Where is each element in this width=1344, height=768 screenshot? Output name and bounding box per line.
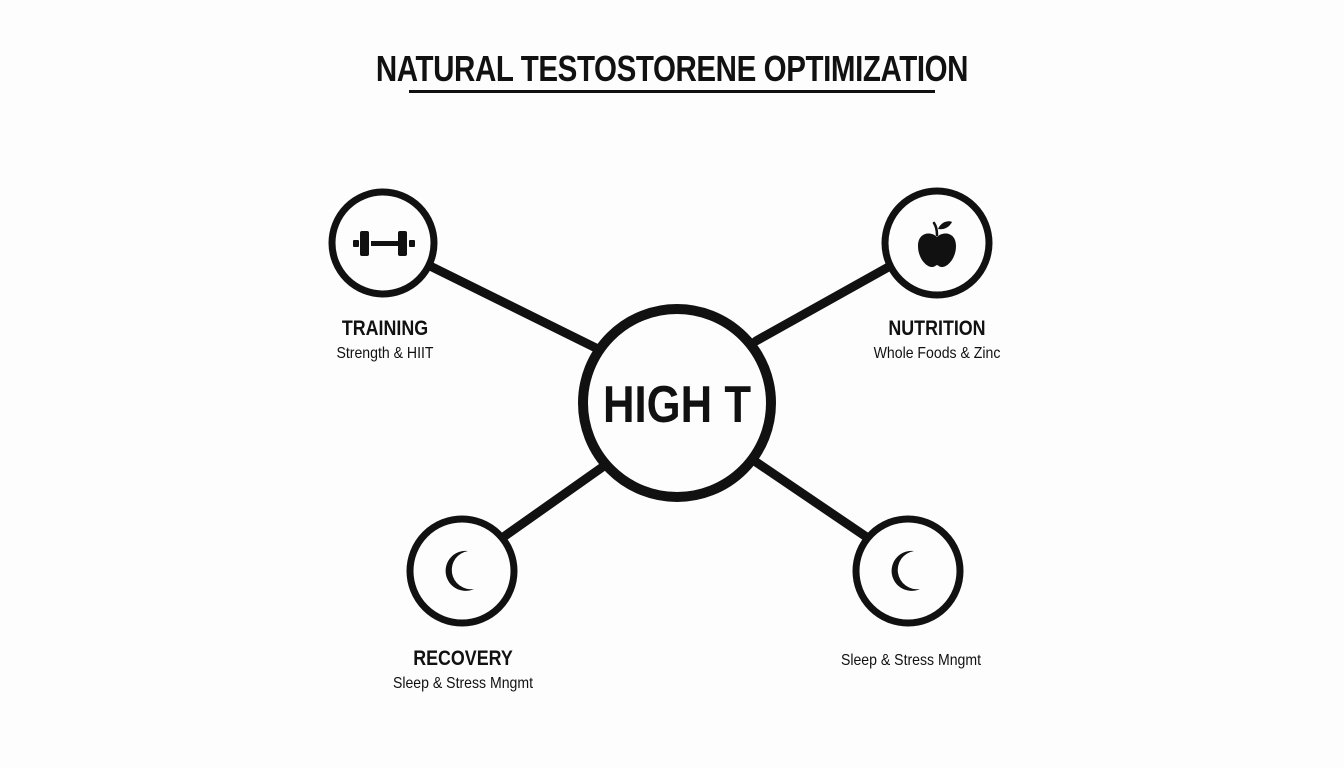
apple-icon bbox=[918, 221, 956, 267]
diagram-title: NATURAL TESTOSTORENE OPTIMIZATION bbox=[375, 48, 969, 89]
training-sub: Strength & HIIT bbox=[336, 345, 434, 362]
label-training: TRAINING Strength & HIIT bbox=[285, 317, 485, 363]
connector-recovery bbox=[497, 461, 609, 543]
connector-training bbox=[419, 258, 603, 354]
center-hub: HIGH T bbox=[578, 304, 776, 502]
nutrition-sub: Whole Foods & Zinc bbox=[873, 345, 1001, 362]
moon-icon bbox=[891, 550, 920, 591]
connector-nutrition bbox=[751, 260, 897, 346]
node-recovery bbox=[406, 515, 518, 627]
node-training bbox=[328, 188, 438, 298]
label-sleep: Sleep & Stress Mngmt bbox=[811, 648, 1011, 670]
dumbbell-icon bbox=[353, 231, 415, 256]
center-label: HIGH T bbox=[603, 377, 751, 434]
recovery-sub: Sleep & Stress Mngmt bbox=[392, 675, 534, 692]
moon-icon bbox=[445, 550, 474, 591]
title-underline bbox=[409, 90, 935, 93]
node-nutrition bbox=[881, 187, 993, 299]
training-heading: TRAINING bbox=[341, 317, 429, 340]
label-nutrition: NUTRITION Whole Foods & Zinc bbox=[837, 317, 1037, 363]
sleep-sub: Sleep & Stress Mngmt bbox=[840, 652, 982, 669]
connector-sleep bbox=[751, 457, 873, 543]
label-recovery: RECOVERY Sleep & Stress Mngmt bbox=[363, 647, 563, 693]
node-sleep bbox=[852, 515, 964, 627]
recovery-heading: RECOVERY bbox=[413, 647, 513, 670]
nutrition-heading: NUTRITION bbox=[888, 317, 986, 340]
